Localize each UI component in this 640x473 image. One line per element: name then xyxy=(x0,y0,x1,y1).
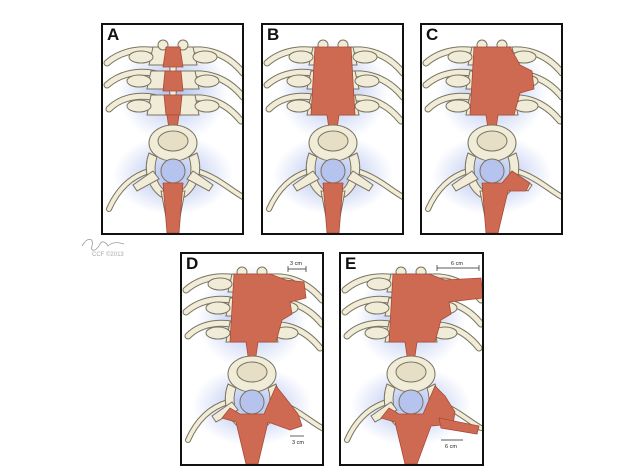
axial-view xyxy=(428,125,562,233)
panel-label: D xyxy=(186,254,199,273)
panel-d: D 3 cm 3 cm xyxy=(180,252,324,466)
axial-view: 3 cm xyxy=(188,356,322,464)
resection-overlay xyxy=(162,182,184,233)
axial-view: 6 cm xyxy=(347,356,481,464)
panel-e: E 6 cm 6 cm xyxy=(339,252,484,466)
resection-illustration xyxy=(103,25,244,233)
panel-label: B xyxy=(267,25,280,44)
panel-a: A xyxy=(101,23,244,235)
resection-illustration: 6 cm 6 cm xyxy=(341,261,482,464)
panel-b: B xyxy=(261,23,404,235)
resection-illustration: 3 cm 3 cm xyxy=(182,261,324,464)
resection-overlay xyxy=(322,182,344,233)
panel-label: E xyxy=(345,254,357,273)
panel-label: A xyxy=(107,25,120,44)
panel-c: C xyxy=(420,23,563,235)
illustrator-signature: CCF ©2013 xyxy=(81,238,124,258)
axial-view xyxy=(109,125,243,233)
dorsal-measure-label: 6 cm xyxy=(451,261,463,267)
dorsal-measure-label: 3 cm xyxy=(290,261,302,267)
axial-measure-label: 3 cm xyxy=(292,440,304,446)
resection-illustration xyxy=(422,25,563,233)
panel-label: C xyxy=(426,25,439,44)
signature-text: CCF ©2013 xyxy=(92,251,124,258)
axial-view xyxy=(269,125,403,233)
resection-illustration xyxy=(263,25,404,233)
dorsal-view: 6 cm xyxy=(345,261,482,370)
dorsal-view: 3 cm xyxy=(186,261,322,370)
axial-measure-label: 6 cm xyxy=(445,444,457,450)
